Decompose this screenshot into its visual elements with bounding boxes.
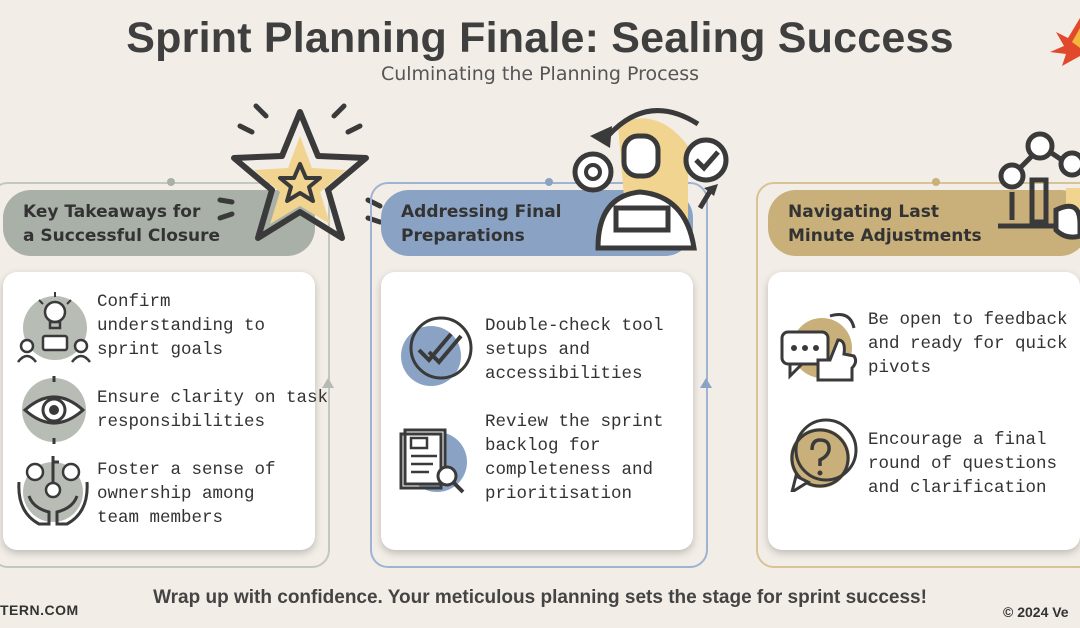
double-check-icon: [401, 316, 473, 386]
frame-dot-icon: [545, 178, 553, 186]
section-frame: [756, 182, 1080, 568]
item-line: and ready for quick: [868, 334, 1068, 354]
item-line: Ensure clarity on task: [97, 388, 329, 408]
burst-logo-icon: [1050, 18, 1080, 66]
item-line: completeness and: [485, 460, 654, 480]
item-line: Encourage a final: [868, 430, 1047, 450]
item-text: Confirm understanding to sprint goals: [97, 290, 265, 362]
item-line: prioritisation: [485, 484, 633, 504]
section-title-line: Navigating Last: [788, 202, 939, 222]
person-cycle-icon: [572, 108, 729, 251]
item-line: Double-check tool: [485, 316, 664, 336]
section-frame: [370, 182, 708, 568]
item-text: Ensure clarity on task responsibilities: [97, 386, 328, 434]
item-line: team members: [97, 508, 224, 528]
section-title-line: Preparations: [401, 226, 525, 246]
section-title-line: a Successful Closure: [23, 226, 221, 246]
arrow-up-icon: [700, 378, 712, 388]
section-card: Be open to feedback and ready for quick …: [768, 272, 1080, 550]
item-line: Foster a sense of: [97, 460, 276, 480]
item-text: Be open to feedback and ready for quick …: [868, 308, 1068, 380]
page-subtitle: Culminating the Planning Process: [380, 63, 700, 85]
frame-dot-icon: [167, 178, 175, 186]
section-title-line: Minute Adjustments: [788, 226, 982, 246]
item-line: Confirm: [97, 292, 171, 312]
footer-copyright: © 2024 Ve: [1003, 604, 1069, 620]
item-line: accessibilities: [485, 364, 643, 384]
page-title: Sprint Planning Finale: Sealing Success: [126, 14, 954, 62]
arrow-up-icon: [322, 378, 334, 388]
item-text: Review the sprint backlog for completene…: [485, 410, 664, 506]
section-title-line: Key Takeaways for: [23, 202, 201, 222]
item-text: Double-check tool setups and accessibili…: [485, 314, 664, 386]
footer-tagline: Wrap up with confidence. Your meticulous…: [153, 587, 927, 608]
item-line: sprint goals: [97, 340, 224, 360]
adjustment-chart-icon: [998, 131, 1080, 240]
section-card: Confirm understanding to sprint goals En…: [3, 272, 328, 550]
star-icon: [217, 103, 383, 241]
item-line: Be open to feedback: [868, 310, 1068, 330]
item-line: backlog for: [485, 436, 601, 456]
item-line: setups and: [485, 340, 591, 360]
item-line: round of questions: [868, 454, 1058, 474]
footer-website-link[interactable]: TERN.COM: [0, 602, 79, 618]
feedback-thumbs-up-icon: [780, 313, 858, 382]
item-line: responsibilities: [97, 412, 266, 432]
item-line: ownership among: [97, 484, 255, 504]
section-header: Key Takeaways for a Successful Closure: [3, 190, 315, 256]
item-line: understanding to: [97, 316, 266, 336]
section-frame: [0, 182, 330, 568]
section-title-line: Addressing Final: [401, 202, 562, 222]
item-text: Foster a sense of ownership among team m…: [97, 458, 276, 530]
item-line: pivots: [868, 358, 932, 378]
frame-dot-icon: [932, 178, 940, 186]
document-review-icon: [399, 428, 467, 494]
eye-icon: [22, 376, 86, 444]
item-line: Review the sprint: [485, 412, 664, 432]
question-bubble-icon: [790, 418, 858, 492]
item-line: and clarification: [868, 478, 1047, 498]
lightbulb-team-icon: [17, 292, 91, 363]
hands-key-gears-icon: [17, 456, 89, 526]
item-text: Encourage a final round of questions and…: [868, 428, 1057, 500]
section-header: Navigating Last Minute Adjustments: [768, 190, 1080, 256]
section-card: Double-check tool setups and accessibili…: [381, 272, 693, 550]
